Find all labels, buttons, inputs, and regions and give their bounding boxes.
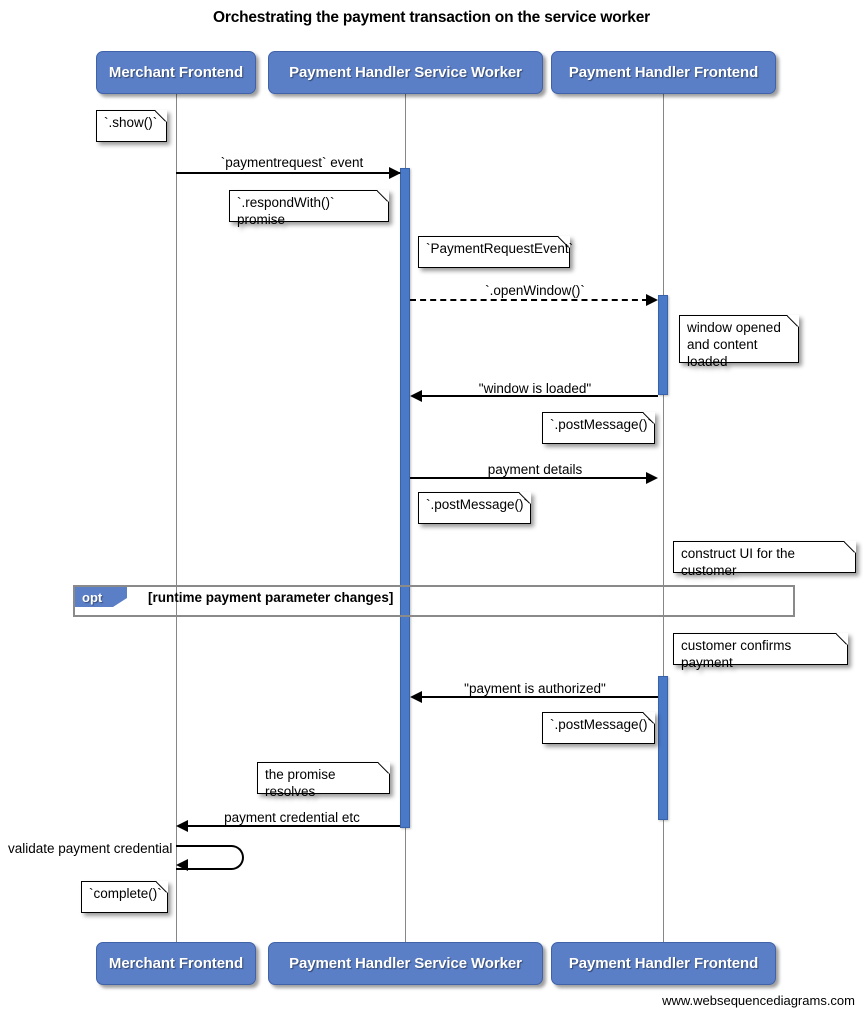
- message-arrowhead-validate: [176, 859, 188, 871]
- message-label-payment-is-authorized: "payment is authorized": [464, 681, 606, 696]
- fragment-opt: [73, 585, 795, 617]
- message-line-payment-credential-etc: [188, 825, 400, 827]
- message-label-paymentrequest-event: `paymentrequest` event: [220, 155, 364, 170]
- participant-merchant-frontend-bottom[interactable]: Merchant Frontend: [96, 942, 256, 985]
- note-customer-confirms: customer confirms payment: [673, 633, 848, 670]
- note-text: window opened and content loaded: [687, 320, 781, 369]
- participant-label: Merchant Frontend: [108, 64, 244, 81]
- message-arrowhead-payment-details: [646, 472, 658, 484]
- lifeline-merchant: [176, 94, 177, 942]
- participant-label: Payment Handler Service Worker: [289, 64, 522, 81]
- note-background: [257, 762, 390, 794]
- note-respondwith-promise: `.respondWith()` promise: [229, 190, 389, 227]
- note-background: [418, 236, 570, 268]
- note-text: `.postMessage()`: [550, 417, 653, 432]
- participant-payment-handler-frontend-bottom[interactable]: Payment Handler Frontend: [551, 942, 776, 985]
- note-postmessage-sw-2: `.postMessage()`: [418, 492, 531, 524]
- note-postmessage-sw-1: `.postMessage()`: [542, 412, 655, 444]
- activation-phf-authorize: [658, 676, 668, 820]
- note-construct-ui: construct UI for the customer: [673, 541, 856, 578]
- note-background: [81, 881, 168, 913]
- note-fold-corner: [155, 110, 167, 122]
- fragment-operator-label: opt: [82, 589, 103, 605]
- note-text: the promise resolves: [265, 767, 336, 799]
- message-arrowhead-window-is-loaded: [410, 390, 422, 402]
- note-text: `PaymentRequestEvent`: [426, 241, 574, 256]
- message-arrowhead-paymentrequest-event: [389, 167, 401, 179]
- participant-payment-handler-frontend-top[interactable]: Payment Handler Frontend: [551, 51, 776, 94]
- activation-phf-window: [658, 295, 668, 395]
- note-background: [542, 712, 655, 744]
- message-label-window-is-loaded: "window is loaded": [478, 381, 592, 396]
- message-line-window-is-loaded: [422, 395, 658, 397]
- note-background: [679, 315, 799, 363]
- note-fold-corner: [558, 236, 570, 248]
- message-self-loop-validate: [176, 845, 244, 870]
- note-complete: `complete()`: [81, 881, 168, 913]
- message-arrowhead-openwindow: [646, 294, 658, 306]
- note-text: customer confirms payment: [681, 638, 792, 670]
- note-fold-corner: [519, 492, 531, 504]
- footer-credit: www.websequencediagrams.com: [662, 993, 855, 1008]
- note-background: [673, 541, 856, 573]
- note-background: [96, 110, 167, 142]
- message-line-payment-is-authorized: [422, 696, 658, 698]
- note-fold-corner: [787, 315, 799, 327]
- note-text: `.show()`: [104, 115, 158, 130]
- fragment-opt-tab: opt: [75, 587, 127, 607]
- lifeline-payment-handler-frontend: [663, 94, 664, 942]
- note-show: `.show()`: [96, 110, 167, 142]
- note-background: [418, 492, 531, 524]
- note-postmessage-phf: `.postMessage()`: [542, 712, 655, 744]
- note-text: `.respondWith()` promise: [237, 195, 335, 227]
- note-background: [673, 633, 848, 665]
- message-line-paymentrequest-event: [176, 172, 400, 174]
- message-label-validate-payment-credential: validate payment credential: [8, 841, 173, 856]
- note-promise-resolves: the promise resolves: [257, 762, 390, 799]
- fragment-opt-condition: [runtime payment parameter changes]: [148, 590, 394, 605]
- message-line-openwindow: [410, 299, 648, 301]
- diagram-title: Orchestrating the payment transaction on…: [213, 9, 650, 26]
- participant-merchant-frontend-top[interactable]: Merchant Frontend: [96, 51, 256, 94]
- note-text: `.postMessage()`: [550, 717, 653, 732]
- note-text: construct UI for the customer: [681, 546, 796, 578]
- message-line-payment-details: [410, 477, 648, 479]
- message-arrowhead-payment-is-authorized: [410, 691, 422, 703]
- participant-label: Merchant Frontend: [108, 955, 244, 972]
- note-text: `.postMessage()`: [426, 497, 529, 512]
- note-fold-corner: [844, 541, 856, 553]
- note-background: [542, 412, 655, 444]
- message-label-payment-details: payment details: [487, 462, 583, 477]
- participant-service-worker-bottom[interactable]: Payment Handler Service Worker: [268, 942, 543, 985]
- activation-service-worker: [400, 168, 410, 828]
- note-fold-corner: [836, 633, 848, 645]
- note-paymentrequestevent: `PaymentRequestEvent`: [418, 236, 574, 268]
- note-text: `complete()`: [89, 886, 162, 901]
- message-arrowhead-payment-credential-etc: [176, 820, 188, 832]
- note-background: [229, 190, 389, 222]
- participant-service-worker-top[interactable]: Payment Handler Service Worker: [268, 51, 543, 94]
- note-fold-corner: [377, 190, 389, 202]
- note-window-opened: window opened and content loaded: [679, 315, 799, 369]
- note-fold-corner: [643, 412, 655, 424]
- participant-label: Payment Handler Service Worker: [289, 955, 522, 972]
- note-fold-corner: [156, 881, 168, 893]
- message-label-payment-credential-etc: payment credential etc: [224, 810, 360, 825]
- note-fold-corner: [378, 762, 390, 774]
- note-fold-corner: [643, 712, 655, 724]
- message-label-openwindow: `.openWindow()`: [485, 283, 585, 298]
- participant-label: Payment Handler Frontend: [568, 64, 759, 81]
- participant-label: Payment Handler Frontend: [568, 955, 759, 972]
